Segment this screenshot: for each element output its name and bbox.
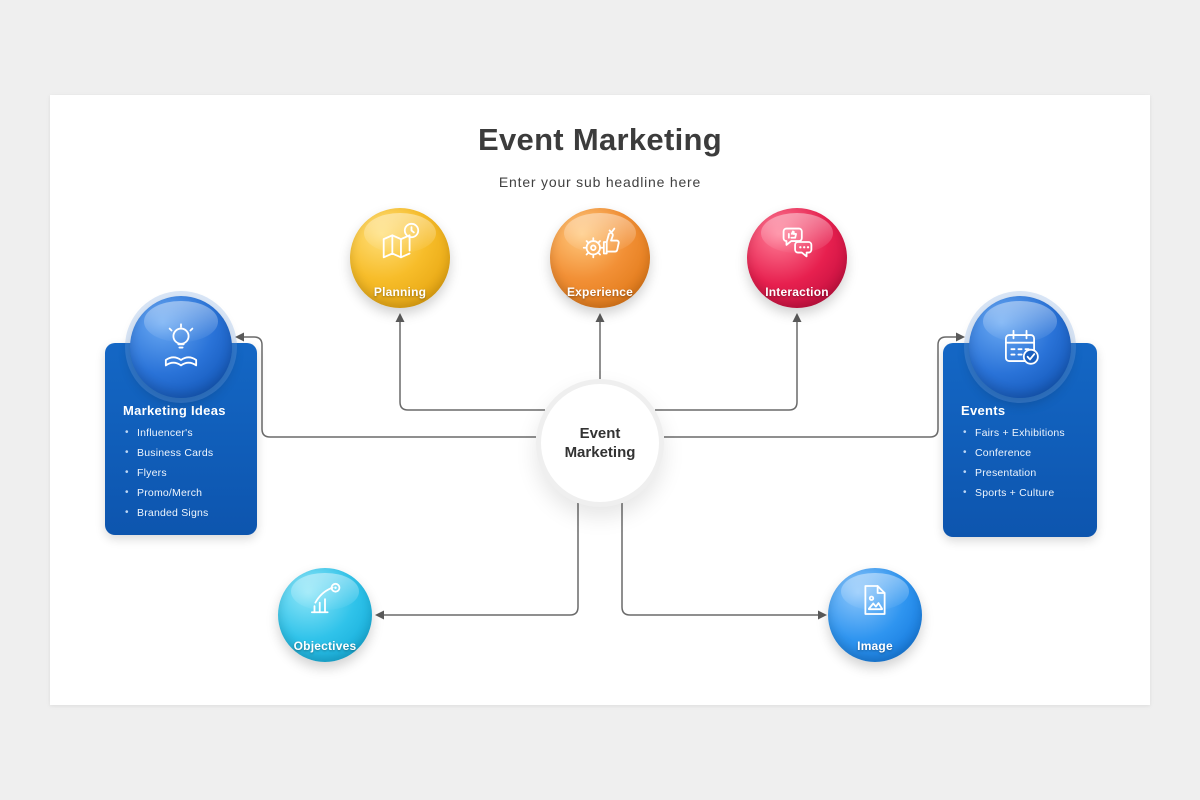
node-planning-label: Planning	[373, 285, 427, 299]
node-interaction: Interaction	[747, 208, 847, 308]
node-image-label: Image	[857, 639, 893, 653]
panel-item: Business Cards	[125, 447, 243, 459]
idea-bulb-icon	[155, 321, 207, 373]
node-interaction-label: Interaction	[765, 285, 829, 299]
photo-document-icon	[854, 579, 896, 621]
panel-marketing-ideas-list: Influencer's Business Cards Flyers Promo…	[119, 427, 243, 519]
node-objectives-label: Objectives	[293, 639, 357, 653]
slide-subtitle: Enter your sub headline here	[498, 174, 702, 190]
gear-thumbsup-icon	[577, 219, 623, 265]
panel-marketing-ideas-title: Marketing Ideas	[123, 403, 226, 418]
chat-bubbles-icon	[774, 219, 820, 265]
node-planning: Planning	[350, 208, 450, 308]
node-image: Image	[828, 568, 922, 662]
panel-item: Presentation	[963, 467, 1083, 479]
node-objectives: Objectives	[278, 568, 372, 662]
panel-item: Branded Signs	[125, 507, 243, 519]
panel-events-list: Fairs + Exhibitions Conference Presentat…	[957, 427, 1083, 499]
events-badge	[969, 296, 1071, 398]
panel-item: Fairs + Exhibitions	[963, 427, 1083, 439]
panel-item: Conference	[963, 447, 1083, 459]
panel-events-title: Events	[961, 403, 1006, 418]
target-chart-icon	[304, 579, 346, 621]
marketing-ideas-badge	[130, 296, 232, 398]
node-experience: Experience	[550, 208, 650, 308]
panel-item: Influencer's	[125, 427, 243, 439]
center-hub: Event Marketing	[536, 379, 664, 507]
center-hub-label: Event Marketing	[564, 424, 636, 462]
panel-item: Flyers	[125, 467, 243, 479]
panel-item: Promo/Merch	[125, 487, 243, 499]
slide-title: Event Marketing	[478, 122, 722, 157]
panel-item: Sports + Culture	[963, 487, 1083, 499]
calendar-check-icon	[994, 321, 1046, 373]
map-clock-icon	[377, 219, 423, 265]
node-experience-label: Experience	[566, 285, 634, 299]
